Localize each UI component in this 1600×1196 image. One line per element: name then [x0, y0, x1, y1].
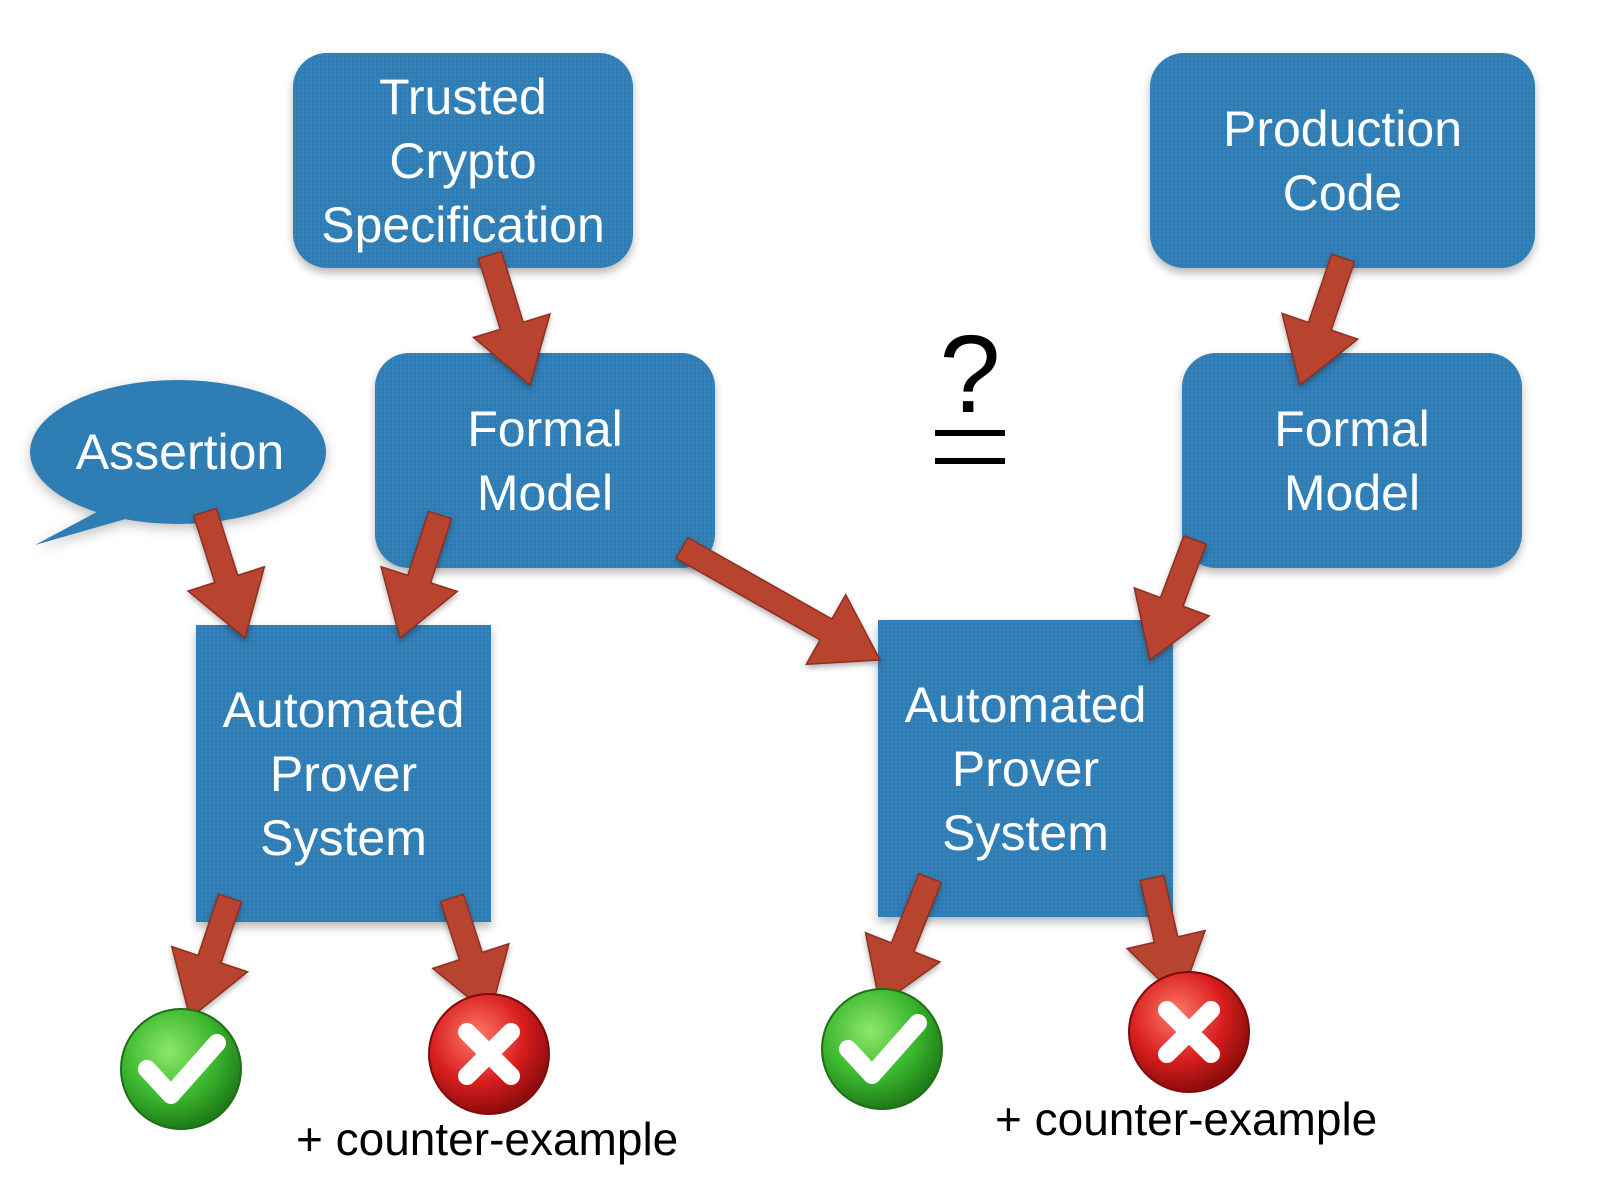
trusted-spec-line-3: Specification [321, 196, 605, 253]
formal-model-left-line-2: Model [476, 464, 614, 521]
prover-right-line-1: Automated [904, 676, 1147, 733]
prover-right-box: Automated Prover System [878, 620, 1173, 917]
prover-left-line-1: Automated [222, 681, 465, 738]
formal-model-right-line-1: Formal [1274, 400, 1430, 457]
counter-example-right: + counter-example [995, 1093, 1378, 1145]
prover-right-line-2: Prover [951, 740, 1100, 797]
prover-left-box: Automated Prover System [196, 625, 491, 922]
x-icon [428, 993, 550, 1115]
formal-model-right-box: Formal Model [1182, 353, 1522, 568]
prover-left-line-3: System [260, 809, 427, 866]
production-code-box: Production Code [1150, 53, 1535, 268]
production-code-line-1: Production [1222, 100, 1463, 157]
formal-model-left-box: Formal Model [375, 353, 715, 568]
production-code-line-2: Code [1282, 164, 1403, 221]
formal-model-right-line-2: Model [1283, 464, 1421, 521]
trusted-crypto-spec-box: Trusted Crypto Specification [293, 53, 633, 268]
assertion-label: Assertion [75, 424, 285, 480]
check-icon [821, 988, 943, 1110]
trusted-spec-line-1: Trusted [379, 68, 547, 125]
check-icon [120, 1008, 242, 1130]
formal-model-left-line-1: Formal [467, 400, 623, 457]
counter-example-left: + counter-example [296, 1113, 679, 1165]
prover-left-line-2: Prover [269, 745, 418, 802]
equals-sign [935, 430, 1005, 464]
prover-right-line-3: System [942, 804, 1109, 861]
question-mark: ? [939, 313, 1001, 436]
trusted-spec-line-2: Crypto [389, 132, 537, 189]
x-icon [1128, 971, 1250, 1093]
equivalence-question: ? [920, 320, 1020, 486]
